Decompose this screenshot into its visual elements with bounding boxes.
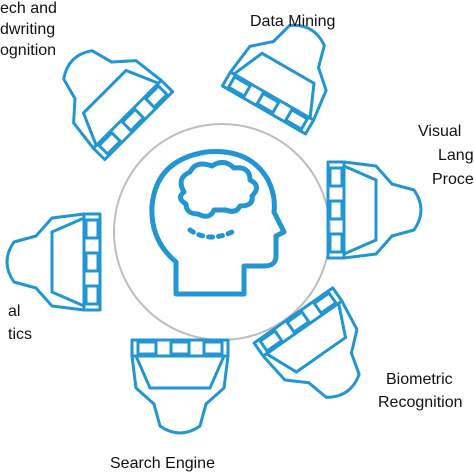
label-visual-line-3: Proce — [432, 171, 474, 188]
label-visual-line-1: Visual — [418, 123, 462, 140]
spoke-search-clip — [130, 338, 230, 435]
label-biometric-line-2: Recognition — [378, 394, 463, 411]
label-visual-line-2: Lang — [438, 147, 474, 164]
label-search-line-1: Search Engine — [110, 455, 215, 472]
label-data-mining: Data Mining — [250, 11, 335, 32]
label-analytics: al tics — [0, 300, 32, 346]
brain-head-icon — [149, 149, 287, 297]
label-biometric: Biometric Recognition — [378, 368, 463, 414]
label-speech-line-2: dwriting — [0, 21, 56, 38]
label-speech-line-3: ognition — [0, 42, 57, 59]
label-visual: Visual Lang Proce — [418, 120, 474, 192]
label-analytics-line-2: tics — [8, 326, 32, 343]
center-circle — [113, 123, 331, 341]
label-speech: ech and dwriting ognition — [0, 0, 57, 61]
label-analytics-line-1: al — [8, 303, 21, 320]
spoke-speech-clip — [37, 24, 175, 162]
label-biometric-line-1: Biometric — [386, 371, 453, 388]
spoke-biometric-clip — [252, 286, 388, 421]
label-speech-line-1: ech and — [0, 0, 57, 17]
label-data-mining-line-1: Data Mining — [250, 13, 336, 30]
spoke-visual-clip — [326, 160, 423, 260]
spoke-analytics-clip — [5, 212, 102, 312]
label-search: Search Engine — [110, 453, 215, 474]
